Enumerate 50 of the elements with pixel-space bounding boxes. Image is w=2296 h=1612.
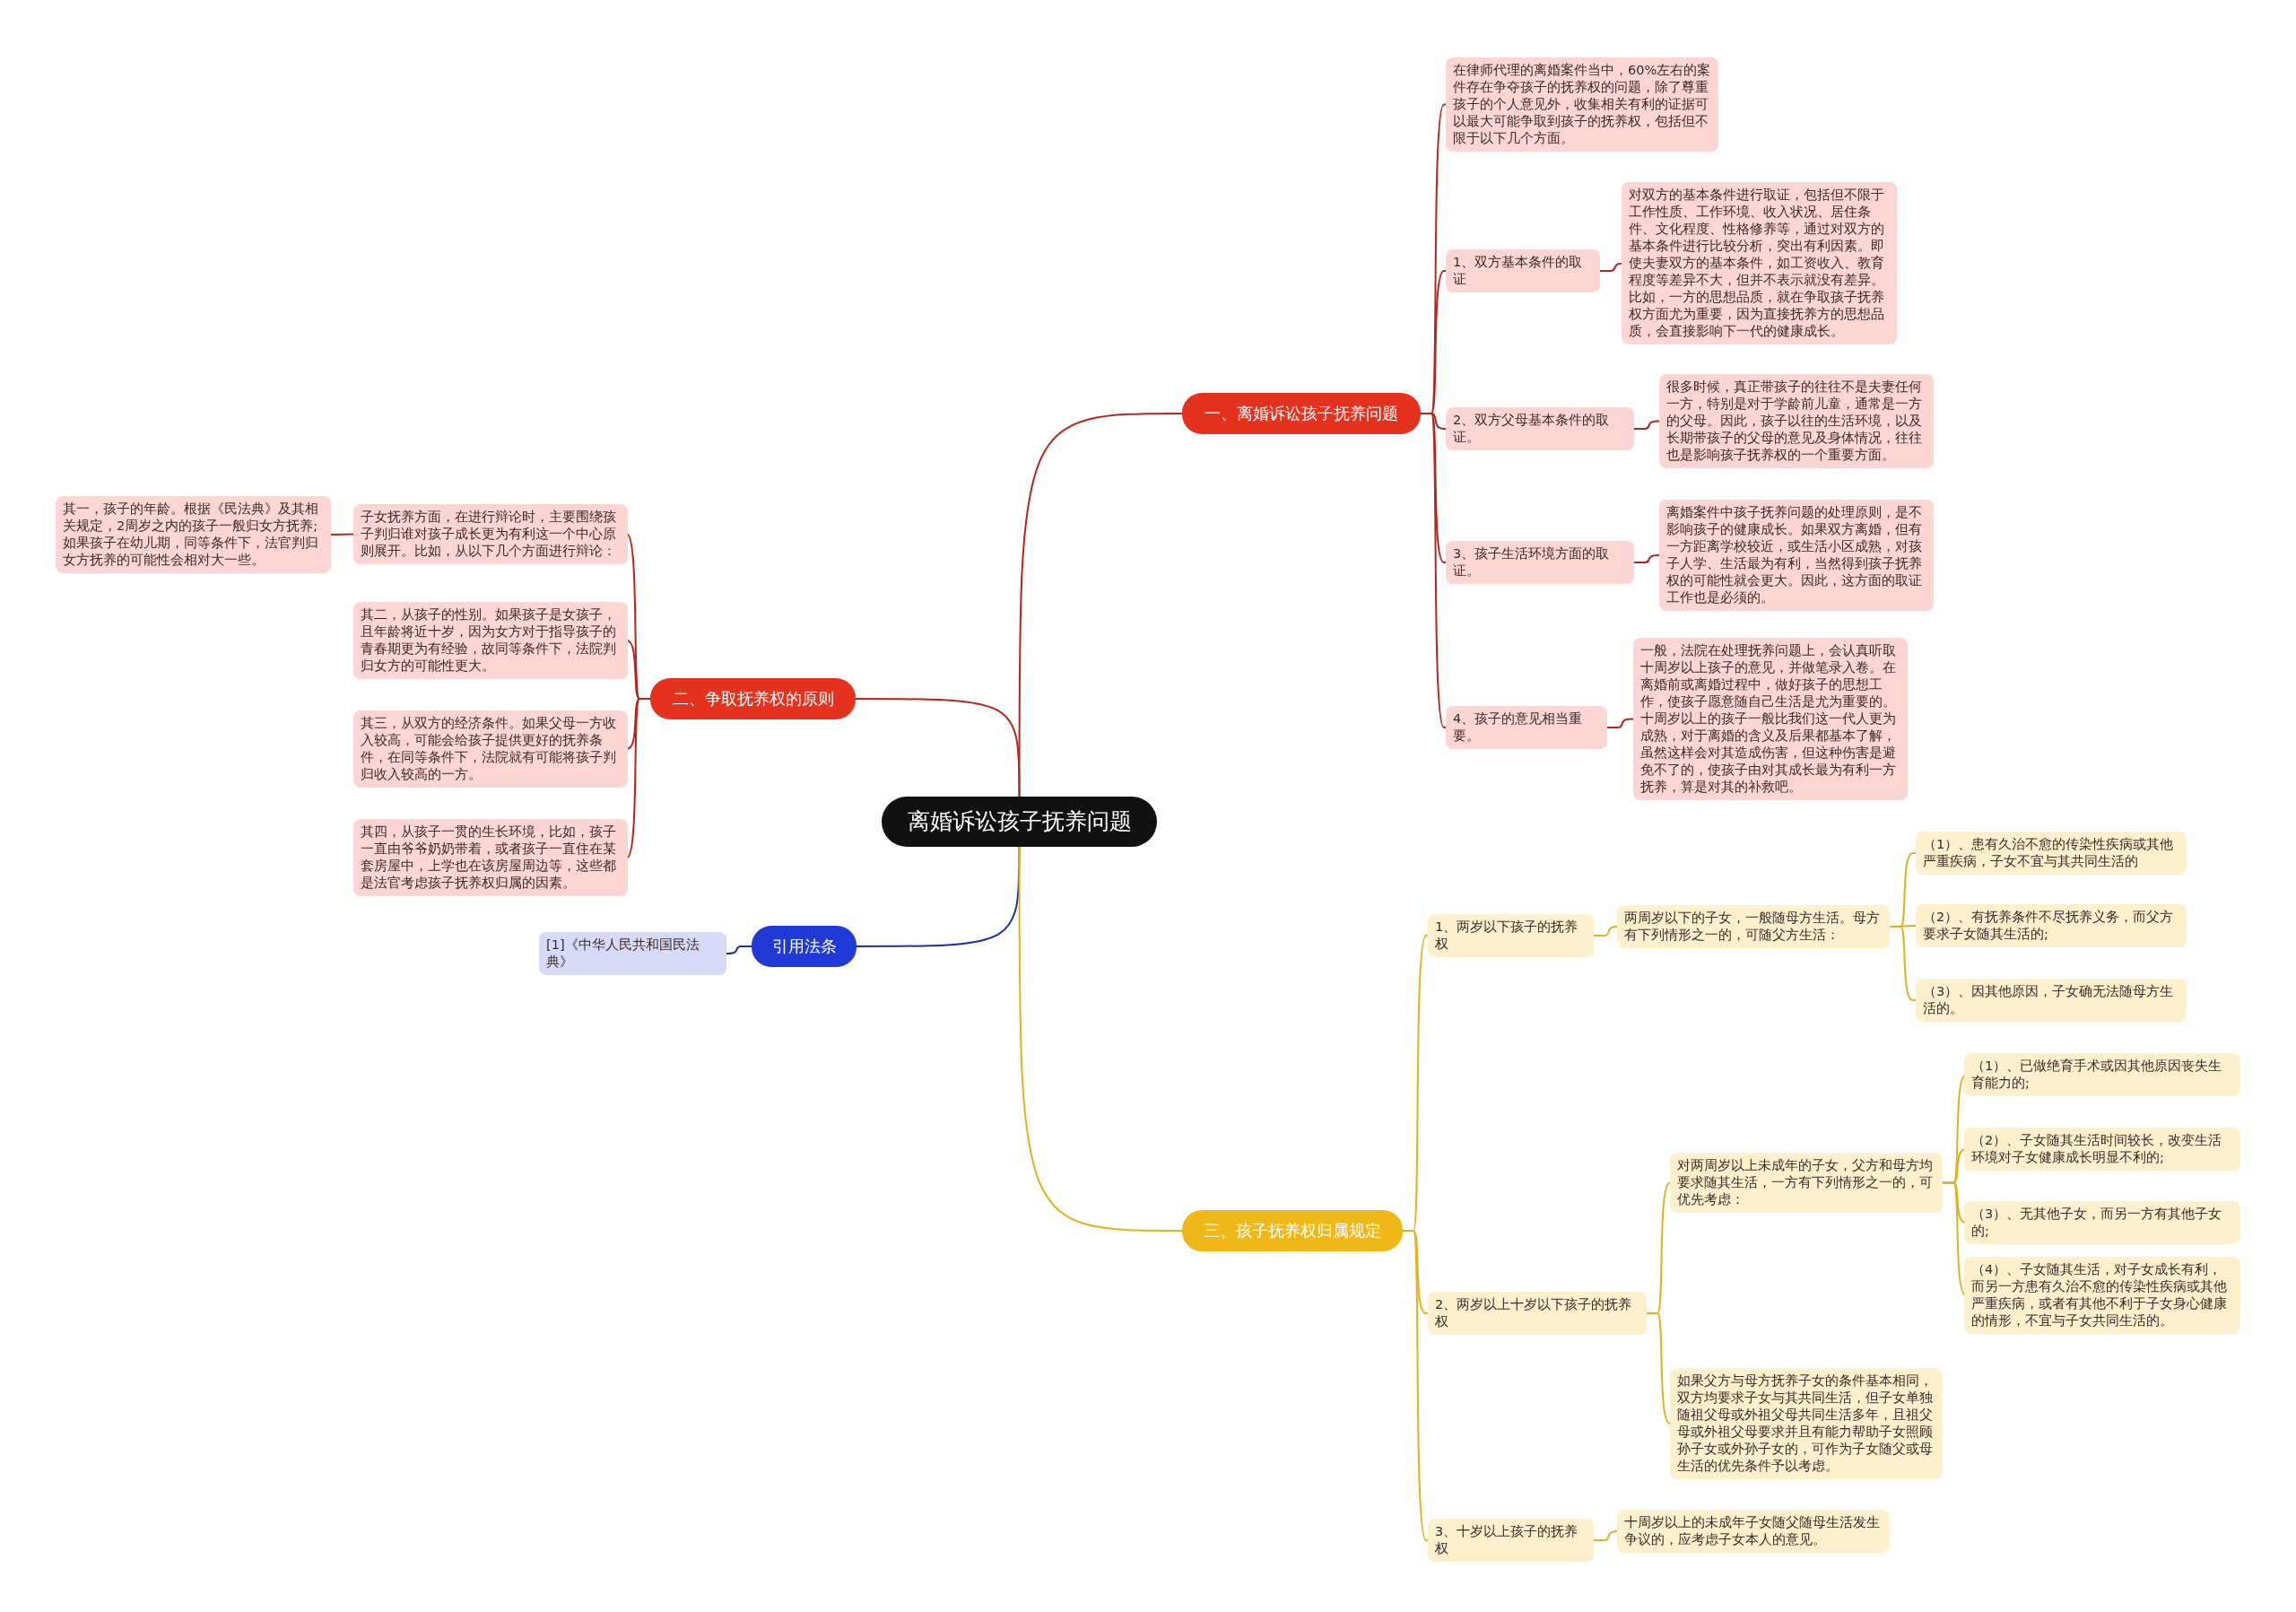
connector-line: [1018, 846, 1183, 1232]
connector-line: [1593, 1530, 1618, 1541]
note-box: 如果父方与母方抚养子女的条件基本相同，双方均要求子女与其共同生活，但子女单独随祖父母或外祖父母共同生活多年，且祖父母或外祖父母要求并且有能力帮助子女照顾孙子女或外孙子女的，可作为子女随父或母生活的优先条件予以考虑。: [1670, 1368, 1943, 1479]
central-topic: 离婚诉讼孩子抚养问题: [882, 797, 1157, 847]
branch-topic: 一、离婚诉讼孩子抚养问题: [1182, 393, 1421, 434]
note-box: （3）、因其他原因，子女确无法随母方生活的。: [1916, 979, 2187, 1022]
connector-line: [726, 945, 752, 954]
reference-box: [1]《中华人民共和国民法典》: [539, 932, 726, 975]
connector-line: [1633, 554, 1660, 563]
note-box: （4）、子女随其生活，对子女成长有利，而另一方患有久治不愈的传染性疾病或其他严重疾病，或者有其他不利于子女身心健康的情形，不宜与子女共同生活的。: [1964, 1257, 2240, 1334]
note-box: （1）、已做绝育手术或因其他原因丧失生育能力的;: [1964, 1053, 2240, 1096]
topic-box: 3、十岁以上孩子的抚养权: [1428, 1519, 1594, 1562]
note-box: 十周岁以上的未成年子女随父随母生活发生争议的，应考虑子女本人的意见。: [1617, 1510, 1890, 1553]
note-box: 两周岁以下的子女，一般随母方生活。母方有下列情形之一的，可随父方生活：: [1617, 905, 1890, 948]
topic-box: 3、孩子生活环境方面的取证。: [1446, 541, 1634, 584]
note-box: （2）、有抚养条件不尽抚养义务，而父方要求子女随其生活的;: [1916, 904, 2187, 947]
note-box: 对双方的基本条件进行取证，包括但不限于工作性质、工作环境、收入状况、居住条件、文化程度、性格修养等，通过对双方的基本条件进行比较分析，突出有利因素。即使夫妻双方的基本条件，如工资收入、教育程度等差异不大，但并不表示就没有差异。比如，一方的思想品质，就在争取孩子抚养权方面尤为重要，因为直接抚养方的思想品质，会直接影响下一代的健康成长。: [1622, 182, 1897, 344]
note-box: 其四，从孩子一贯的生长环境，比如，孩子一直由爷爷奶奶带着，或者孩子一直住在某套房屋中，上学也在该房屋周边等，这些都是法官考虑孩子抚养权归属的因素。: [353, 819, 628, 896]
connector-line: [1633, 420, 1660, 430]
note-box: 很多时候，真正带孩子的往往不是夫妻任何一方，特别是对于学龄前儿童，通常是一方的父母。因此，孩子以往的生活环境，以及长期带孩子的父母的意见及身体情况，往往也是影响孩子抚养权的一个重要方面。: [1659, 374, 1934, 468]
note-box: 在律师代理的离婚案件当中，60%左右的案件存在争夺孩子的抚养权的问题，除了尊重孩子的个人意见外，收集相关有利的证据可以最大可能争取到孩子的抚养权，包括但不限于以下几个方面。: [1446, 57, 1718, 152]
note-box: 其二，从孩子的性别。如果孩子是女孩子，且年龄将近十岁，因为女方对于指导孩子的青春期更为有经验，故同等条件下，法院判归女方的可能性更大。: [353, 602, 628, 679]
topic-box: 1、双方基本条件的取证: [1446, 249, 1600, 292]
note-box: 对两周岁以上未成年的子女，父方和母方均要求随其生活，一方有下列情形之一的，可优先考虑：: [1670, 1153, 1943, 1213]
branch-topic: 二、争取抚养权的原则: [650, 678, 856, 719]
branch-topic: 三、孩子抚养权归属规定: [1182, 1210, 1403, 1251]
connector-line: [1889, 926, 1917, 1001]
note-box: （3）、无其他子女，而另一方有其他子女的;: [1964, 1201, 2240, 1244]
note-box: 子女抚养方面，在进行辩论时，主要围绕孩子判归谁对孩子成长更为有利这一个中心原则展开。比如，从以下几个方面进行辩论：: [353, 504, 628, 564]
connector-line: [1646, 1312, 1671, 1425]
connector-line: [1606, 718, 1634, 728]
note-box: （1）、患有久治不愈的传染性疾病或其他严重疾病，子女不宜与其共同生活的: [1916, 832, 2187, 875]
note-box: 一般，法院在处理抚养问题上，会认真听取十周岁以上孩子的意见，并做笔录入卷。在离婚前或离婚过程中，做好孩子的思想工作，使孩子愿意随自己生活是尤为重要的。十周岁以上的孩子一般比我们这一代人更为成熟，对于离婚的含义及后果都基本了解，虽然这样会对其造成伤害，但这种伤害是避免不了的，使孩子由对其成长最为有利一方抚养，算是对其的补救吧。: [1633, 638, 1908, 800]
note-box: 其三，从双方的经济条件。如果父母一方收入较高，可能会给孩子提供更好的抚养条件，在同等条件下，法院就有可能将孩子判归收入较高的一方。: [353, 710, 628, 788]
connector-line: [1420, 413, 1447, 728]
note-box: 离婚案件中孩子抚养问题的处理原则，是不影响孩子的健康成长。如果双方离婚，但有一方距离学校较近，或生活小区成熟，对孩子人学、生活最为有利，当然得到孩子抚养权的可能性就会更大。因此，这方面的取证工作也是必须的。: [1659, 500, 1934, 611]
note-box: （2）、子女随其生活时间较长，改变生活环境对子女健康成长明显不利的;: [1964, 1128, 2240, 1171]
connector-line: [1018, 413, 1183, 797]
note-box: 其一，孩子的年龄。根据《民法典》及其相关规定，2周岁之内的孩子一般归女方抚养;如果孩子在幼儿期，同等条件下，法官判归女方抚养的可能性会相对大一些。: [56, 496, 331, 573]
connector-line: [855, 698, 1021, 797]
connector-line: [330, 533, 354, 536]
connector-line: [1593, 926, 1618, 937]
topic-box: 4、孩子的意见相当重要。: [1446, 706, 1607, 749]
topic-box: 1、两岁以下孩子的抚养权: [1428, 914, 1594, 957]
topic-box: 2、两岁以上十岁以下孩子的抚养权: [1428, 1292, 1647, 1335]
connector-line: [626, 698, 651, 858]
topic-box: 2、双方父母基本条件的取证。: [1446, 407, 1634, 450]
branch-topic: 引用法条: [752, 926, 857, 967]
connector-line: [856, 846, 1021, 947]
connector-line: [1402, 1230, 1429, 1541]
